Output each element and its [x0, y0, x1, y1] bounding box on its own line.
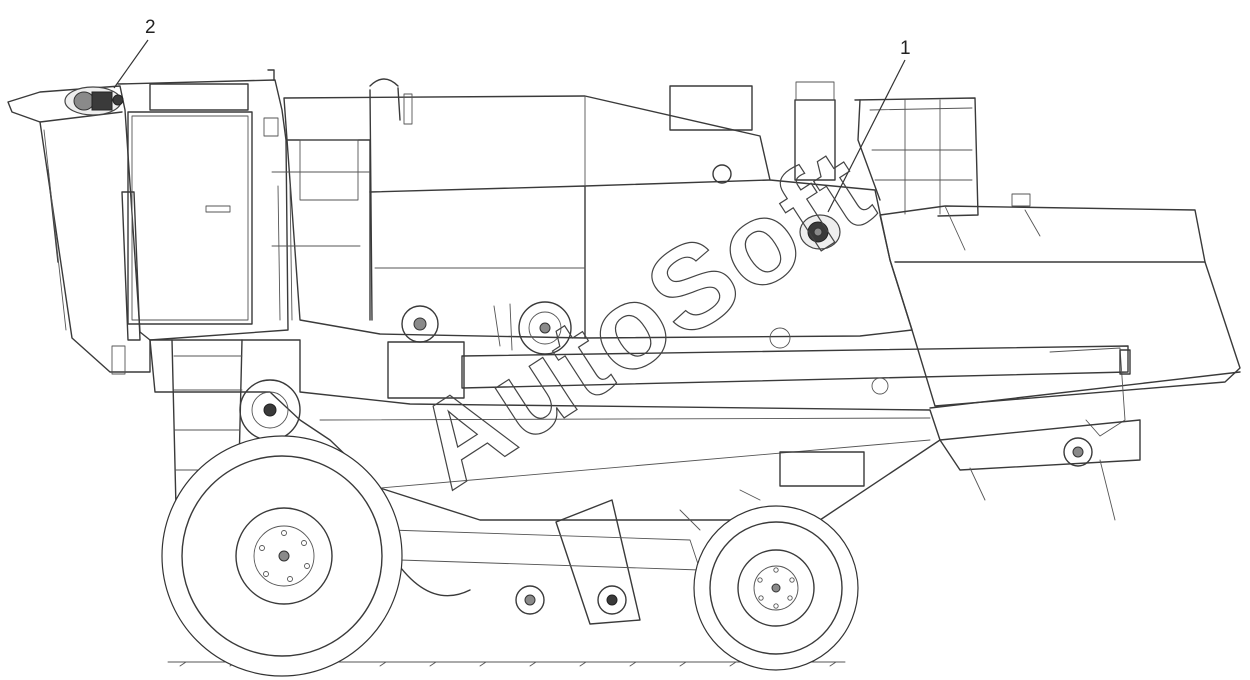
unloading-auger-tube	[461, 345, 1131, 437]
cab-light-assembly	[64, 86, 124, 116]
threshing-drive-mechanisms	[387, 301, 889, 399]
callout-2-label: 2	[145, 17, 156, 38]
grain-tank-railing	[669, 81, 979, 217]
watermark-text: AutoSoft	[392, 123, 895, 514]
chassis-frame	[149, 339, 1141, 521]
operator-cab	[7, 69, 289, 375]
callout-1-label: 1	[900, 38, 911, 59]
steer-wheel	[693, 505, 859, 671]
leader-lines	[113, 39, 906, 213]
drive-wheel	[161, 435, 403, 677]
engine-hood	[879, 193, 1241, 409]
harvester-body	[271, 78, 913, 339]
side-lamp-assembly	[799, 214, 841, 250]
